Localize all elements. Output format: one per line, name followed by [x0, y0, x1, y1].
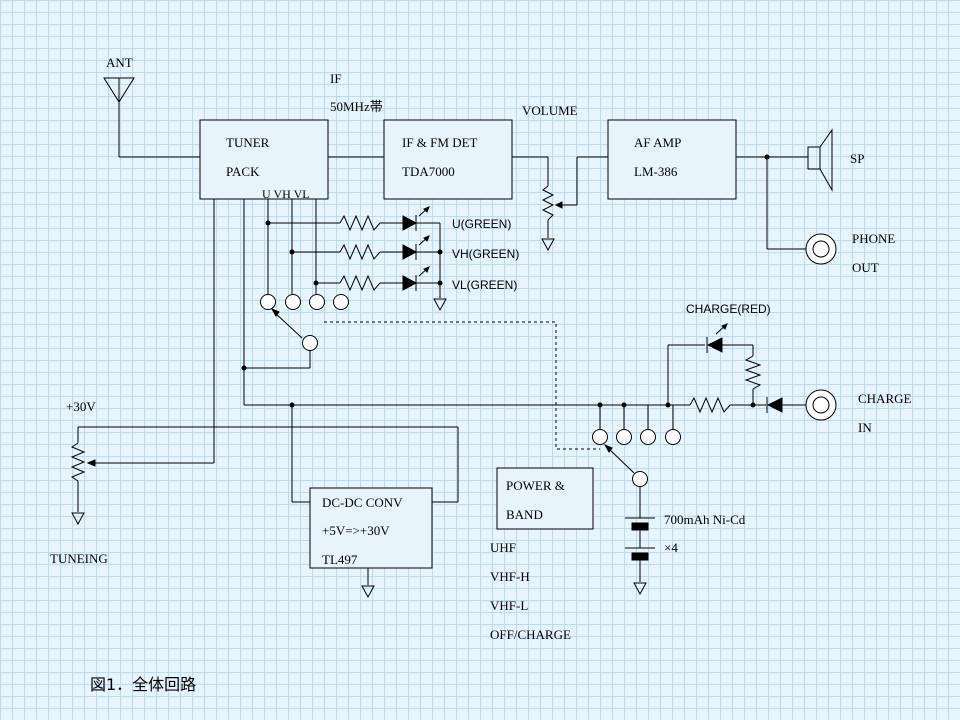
antenna-symbol	[103, 77, 200, 158]
led-vl-label: VL(GREEN)	[452, 278, 517, 292]
charge-diode	[766, 397, 783, 413]
volume-potentiometer	[541, 185, 577, 238]
tuner-label-1: TUNER	[226, 135, 270, 150]
charge-led	[706, 323, 728, 353]
afamp-label-2: LM-386	[634, 164, 678, 179]
led-vl	[402, 266, 430, 291]
led-u	[402, 206, 430, 231]
figure-caption: 図1．全体回路	[90, 675, 196, 694]
tuner-pin-labels: U VH VL	[262, 187, 310, 201]
phone-label-2: OUT	[852, 260, 879, 275]
ant-label: ANT	[106, 55, 133, 70]
ground-symbol-dcdc	[361, 585, 375, 599]
band-select-switch	[260, 294, 349, 351]
led-u-label: U(GREEN)	[452, 217, 511, 231]
battery-label-1: 700mAh Ni-Cd	[664, 512, 746, 527]
led-vh-label: VH(GREEN)	[452, 247, 519, 261]
dcdc-label-2: +5V=>+30V	[322, 523, 390, 538]
tuning-potentiometer	[70, 442, 86, 482]
ground-symbol-volume	[541, 238, 555, 252]
charge-in-label-1: CHARGE	[858, 391, 912, 406]
power-label-1: POWER &	[506, 478, 565, 493]
if-fm-det-block	[383, 119, 513, 200]
battery-symbol	[625, 517, 655, 582]
phone-out-jack	[805, 233, 837, 265]
power-label-2: BAND	[506, 507, 543, 522]
if-freq-label: 50MHz帯	[330, 99, 383, 114]
afamp-label-1: AF AMP	[634, 135, 681, 150]
sp-label: SP	[850, 151, 864, 166]
band-vhf-l: VHF-L	[490, 598, 528, 613]
resistor-vl	[339, 274, 381, 292]
band-uhf: UHF	[490, 540, 516, 555]
dcdc-label-1: DC-DC CONV	[322, 495, 403, 510]
charge-resistor-horizontal	[689, 396, 731, 414]
battery-label-2: ×4	[664, 540, 678, 555]
charge-in-jack	[805, 389, 837, 421]
af-amp-block	[607, 119, 737, 200]
ground-symbol-battery	[633, 582, 647, 596]
charge-led-label: CHARGE(RED)	[686, 302, 771, 316]
tuner-pack-block	[199, 119, 329, 200]
plus30v-label: +30V	[66, 399, 96, 414]
phone-label-1: PHONE	[852, 231, 895, 246]
ifdet-label-2: TDA7000	[402, 164, 455, 179]
ground-symbol-tuning	[71, 512, 85, 526]
dcdc-converter-block	[309, 487, 433, 569]
charge-resistor-vertical	[744, 355, 762, 390]
tuneing-label: TUNEING	[50, 551, 108, 566]
tuner-label-2: PACK	[226, 164, 260, 179]
band-off-charge: OFF/CHARGE	[490, 627, 571, 642]
ground-symbol-leds	[433, 298, 447, 312]
power-band-switch	[592, 429, 681, 487]
switch-gang-link	[324, 321, 600, 450]
charge-in-label-2: IN	[858, 420, 872, 435]
dcdc-label-3: TL497	[322, 552, 358, 567]
speaker-symbol	[807, 128, 833, 192]
ifdet-label-1: IF & FM DET	[402, 135, 478, 150]
volume-label: VOLUME	[522, 103, 578, 118]
band-vhf-h: VHF-H	[490, 569, 530, 584]
if-label: IF	[330, 71, 342, 86]
resistor-vh	[339, 243, 381, 261]
power-band-label-box	[496, 467, 594, 530]
led-vh	[402, 235, 430, 260]
resistor-u	[339, 214, 381, 232]
